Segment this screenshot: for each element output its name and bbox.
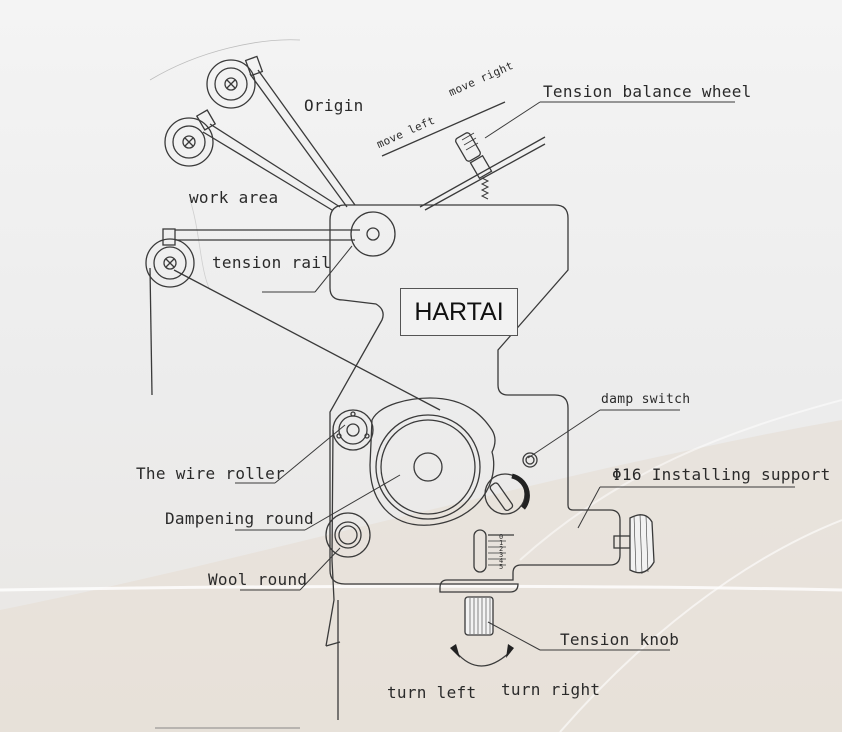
tension-balance-wheel: [419, 132, 546, 211]
tension-rail-pulley: [350, 211, 396, 257]
damp-switch: [484, 452, 538, 515]
installing-support-knob: [613, 513, 655, 575]
tension-scale: [473, 529, 514, 573]
label-tension-rail: tension rail: [212, 253, 332, 272]
label-dampening-round: Dampening round: [165, 509, 314, 528]
label-tension-balance-wheel: Tension balance wheel: [543, 82, 752, 101]
wool-round: [325, 512, 371, 558]
origin-roller: [206, 55, 356, 208]
scale-number: 5: [499, 563, 503, 571]
label-origin: Origin: [304, 96, 364, 115]
brand-logo: HARTAI: [400, 288, 518, 336]
tension-rail-roller: [145, 228, 441, 411]
work-area-roller: [164, 109, 341, 211]
label-turn-right: turn right: [501, 680, 601, 699]
label-work-area: work area: [189, 188, 279, 207]
tensioner-body: [329, 204, 621, 593]
scale-number: 3: [499, 551, 503, 559]
label-tension-knob: Tension knob: [560, 630, 680, 649]
tension-knob: [464, 596, 494, 636]
label-turn-left: turn left: [387, 683, 477, 702]
label-installing-support: Φ16 Installing support: [612, 465, 831, 484]
wire-path: [325, 429, 335, 647]
scale-number: 4: [499, 557, 503, 565]
label-wool-round: Wool round: [208, 570, 308, 589]
scale-number: 1: [499, 539, 503, 547]
arc-guide: [149, 39, 301, 81]
scale-number: 2: [499, 545, 503, 553]
scale-number: 0: [499, 533, 503, 541]
dampening-round: [369, 397, 496, 526]
label-wire-roller: The wire roller: [136, 464, 285, 483]
label-damp-switch: damp switch: [601, 392, 691, 407]
leader-lines: [235, 101, 795, 651]
rotation-arrows: [450, 644, 514, 667]
move-guide-line: [381, 101, 506, 157]
